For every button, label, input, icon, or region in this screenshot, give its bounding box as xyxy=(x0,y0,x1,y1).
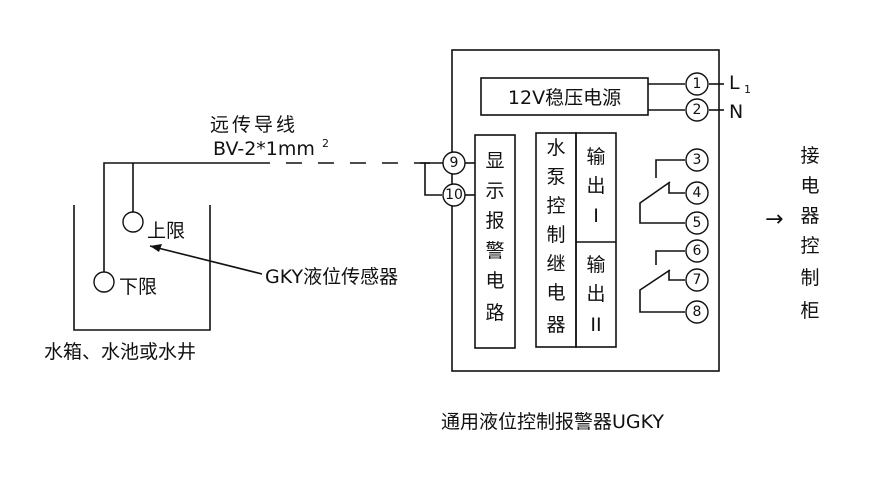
cabinet-char: 柜 xyxy=(800,300,819,322)
terminal-circle xyxy=(685,181,709,205)
remote-wire-label: 远传导线 xyxy=(210,114,298,136)
cabinet-char: 接 xyxy=(800,145,819,167)
terminal-7: 7 xyxy=(685,268,709,292)
pump-relay-char: 泵 xyxy=(546,166,565,188)
display-alarm-char: 警 xyxy=(485,240,504,262)
output-1-char: 输 xyxy=(586,146,605,168)
terminal-number: 7 xyxy=(693,272,702,288)
terminal-2: 2 xyxy=(685,98,709,122)
display-alarm-char: 显 xyxy=(485,150,504,172)
lower-limit-probe-icon xyxy=(93,271,115,293)
l1-label: L xyxy=(729,72,740,94)
display-alarm-char: 电 xyxy=(485,270,504,292)
n-label: N xyxy=(729,101,743,123)
pump-relay-char: 制 xyxy=(546,224,565,246)
output-1-label: 输 出 I xyxy=(586,146,605,227)
sensor-label: GKY液位传感器 xyxy=(265,266,398,288)
display-alarm-box xyxy=(474,134,516,349)
output-2-label: 输 出 II xyxy=(586,254,605,336)
terminal-circle xyxy=(685,300,709,324)
terminal-circle xyxy=(442,151,466,175)
relay-contacts-1 xyxy=(639,159,685,224)
cabinet-arrow-icon: → xyxy=(765,207,783,232)
water-tank xyxy=(73,205,211,331)
terminal-8: 8 xyxy=(685,300,709,324)
output-2-char: II xyxy=(590,314,601,336)
terminal-circle xyxy=(685,268,709,292)
upper-limit-label: 上限 xyxy=(147,220,185,242)
cabinet-char: 电 xyxy=(800,175,819,197)
display-alarm-label: 显 示 报 警 电 路 xyxy=(485,150,504,324)
sensor-pointer-line xyxy=(149,245,263,275)
terminal-10: 10 xyxy=(442,183,466,207)
display-alarm-char: 路 xyxy=(485,302,504,324)
terminal-circle xyxy=(442,183,466,207)
terminal-number: 4 xyxy=(693,185,702,201)
terminal-number: 8 xyxy=(693,304,702,320)
terminal-5: 5 xyxy=(685,211,709,235)
terminal-number: 1 xyxy=(693,76,702,92)
device-enclosure xyxy=(451,49,720,372)
terminal-circle xyxy=(685,72,709,96)
output-box xyxy=(575,132,617,348)
control-cabinet-label: 接 电 器 控 制 柜 xyxy=(800,145,819,322)
terminal-number: 2 xyxy=(693,102,702,118)
terminal-number: 5 xyxy=(693,215,702,231)
display-alarm-char: 报 xyxy=(485,210,504,232)
l1-subscript: 1 xyxy=(744,83,751,96)
relay-contacts-2 xyxy=(639,250,685,313)
pump-relay-char: 电 xyxy=(546,282,565,304)
terminal-4: 4 xyxy=(685,181,709,205)
device-caption: 通用液位控制报警器UGKY xyxy=(441,411,664,433)
output-2-char: 输 xyxy=(586,254,605,276)
terminal-9: 9 xyxy=(442,151,466,175)
terminal-6: 6 xyxy=(685,239,709,263)
terminal-number: 10 xyxy=(445,187,463,203)
tank-label: 水箱、水池或水井 xyxy=(44,341,196,363)
upper-limit-probe-icon xyxy=(122,211,144,233)
cabinet-char: 器 xyxy=(800,205,819,227)
terminal-number: 9 xyxy=(450,155,459,171)
output-1-char: I xyxy=(593,205,599,227)
cabinet-char: 制 xyxy=(800,267,819,289)
power-supply-label: 12V稳压电源 xyxy=(508,87,621,109)
display-alarm-char: 示 xyxy=(485,180,504,202)
remote-wire-terminal-10 xyxy=(424,163,442,196)
pump-relay-char: 控 xyxy=(546,195,565,217)
output-1-char: 出 xyxy=(586,175,605,197)
pump-relay-char: 继 xyxy=(546,253,565,275)
terminal-circle xyxy=(685,239,709,263)
pump-relay-char: 水 xyxy=(546,137,565,159)
wire-spec-superscript: 2 xyxy=(322,137,329,150)
output-2-char: 出 xyxy=(586,283,605,305)
sensor-pointer-arrowhead xyxy=(150,244,162,252)
pump-relay-char: 器 xyxy=(546,314,565,336)
terminal-3: 3 xyxy=(685,148,709,172)
terminal-circle xyxy=(685,148,709,172)
terminal-1: 1 xyxy=(685,72,709,96)
lower-probe-wire xyxy=(103,162,254,278)
power-supply-box xyxy=(480,77,649,116)
terminal-number: 6 xyxy=(693,243,702,259)
terminal-number: 3 xyxy=(693,152,702,168)
terminal-circle xyxy=(685,98,709,122)
pump-relay-label: 水 泵 控 制 继 电 器 xyxy=(546,137,565,336)
lower-limit-label: 下限 xyxy=(119,276,157,298)
cabinet-char: 控 xyxy=(800,235,819,257)
wire-spec-label: BV-2*1mm xyxy=(213,138,315,160)
terminal-circle xyxy=(685,211,709,235)
